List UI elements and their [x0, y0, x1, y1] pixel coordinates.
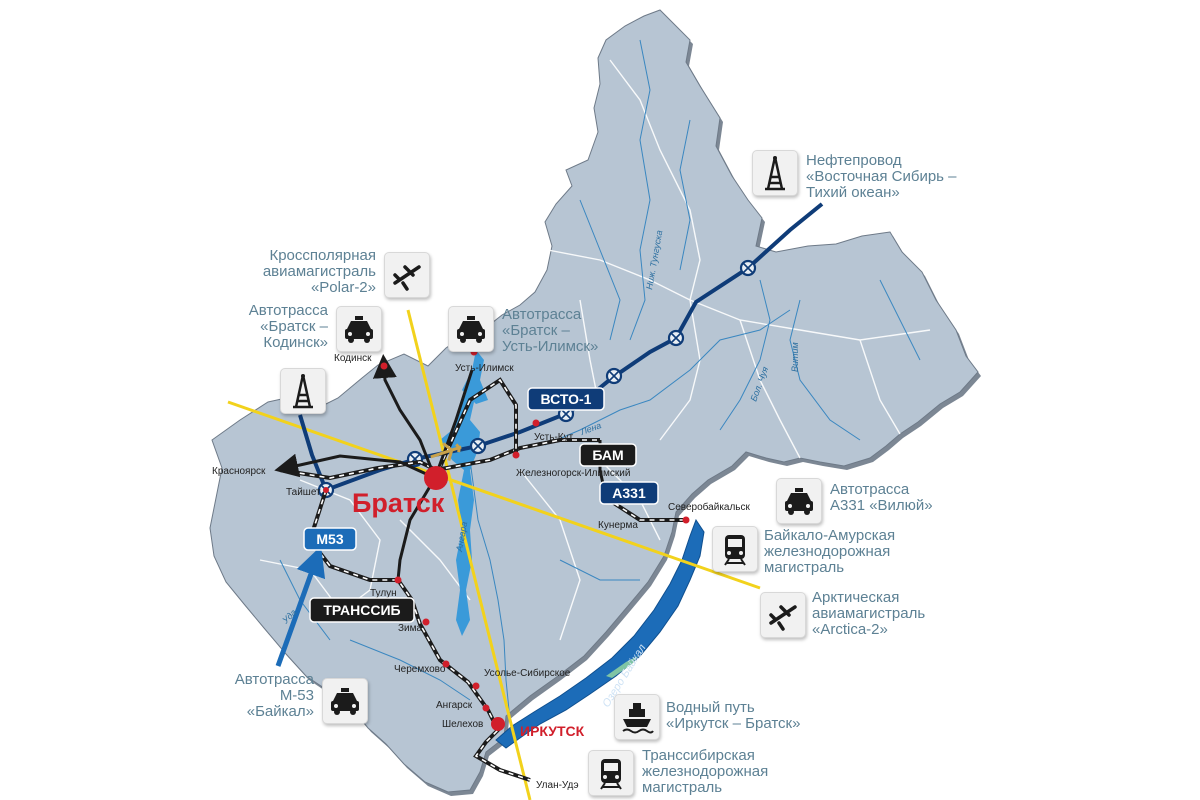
city-kunerma: Кунерма: [598, 520, 638, 531]
svg-text:М53: М53: [316, 531, 343, 547]
svg-text:БАМ: БАМ: [592, 447, 623, 463]
car-icon: [322, 678, 368, 724]
city-ulan-ude: Улан-Удэ: [536, 780, 579, 791]
city-tayshet: Тайшет: [286, 487, 321, 498]
legend-crosspolar: Кроссполярная авиамагистраль «Polar-2»: [262, 247, 376, 296]
svg-text:А331: А331: [612, 485, 646, 501]
city-shelekhov: Шелехов: [442, 719, 483, 730]
city-bratsk: Братск: [352, 488, 445, 518]
car-icon: [336, 306, 382, 352]
city-ust-ilimsk: Усть-Илимск: [455, 363, 514, 374]
svg-text:ВСТО-1: ВСТО-1: [541, 391, 592, 407]
m53-arrow: [275, 545, 326, 667]
railways: [279, 377, 686, 782]
river-vitim: Витим: [790, 342, 800, 372]
arctica-2-air-route: [227, 400, 761, 590]
irkutsk-dot: [491, 717, 505, 731]
lake-baikal: [495, 518, 705, 749]
city-krasnoyarsk: Красноярск: [212, 466, 266, 477]
svg-text:ТРАНССИБ: ТРАНССИБ: [323, 602, 400, 618]
legend-waterway: Водный путь «Иркутск – Братск»: [666, 699, 801, 732]
train-icon: [588, 750, 634, 796]
bratsk-airport-icon: [430, 442, 462, 461]
badge-transsib: ТРАНССИБ: [309, 597, 415, 623]
airplane-icon: [760, 592, 806, 638]
city-zima: Зима: [398, 623, 423, 634]
badge-a331: А331: [599, 481, 659, 505]
airplane-icon: [384, 252, 430, 298]
city-severobaikalsk: Северобайкальск: [668, 501, 751, 513]
city-zheleznogorsk: Железногорск-Илимский: [516, 468, 630, 479]
badge-vsto: ВСТО-1: [527, 387, 605, 411]
city-irkutsk: ИРКУТСК: [520, 723, 585, 739]
bratsk-dot: [424, 466, 448, 490]
city-usolye: Усолье-Сибирское: [484, 667, 571, 679]
ship-icon: [614, 694, 660, 740]
legend-road-a331: Автотрасса А331 «Вилюй»: [830, 481, 933, 514]
olkhon-island: [606, 656, 638, 678]
city-dots: [323, 348, 690, 731]
legend-transsib-rail: Транссибирская железнодорожная магистрал…: [642, 747, 769, 796]
polar-2-air-route: [406, 309, 532, 800]
car-icon: [448, 306, 494, 352]
badge-bam: БАМ: [579, 443, 637, 467]
legend-oil-pipeline: Нефтепровод «Восточная Сибирь – Тихий ок…: [806, 152, 957, 201]
city-tulun: Тулун: [370, 588, 397, 599]
badge-m53: М53: [303, 527, 357, 551]
legend-road-ust-ilimsk: Автотрасса «Братск – Усть-Илимск»: [502, 306, 599, 355]
city-kodinsk: Кодинск: [334, 353, 372, 364]
city-angarsk: Ангарск: [436, 700, 473, 711]
train-icon: [712, 526, 758, 572]
oil-derrick-icon: [752, 150, 798, 196]
legend-arctic-air: Арктическая авиамагистраль «Arctica-2»: [812, 589, 926, 638]
oil-derrick-icon: [280, 368, 326, 414]
city-cheremkhovo: Черемхово: [394, 664, 446, 675]
car-icon: [776, 478, 822, 524]
city-ust-kut: Усть-Кут: [534, 432, 574, 443]
legend-bam-rail: Байкало-Амурская железнодорожная магистр…: [764, 527, 896, 576]
legend-road-kodinsk: Автотрасса «Братск – Кодинск»: [248, 302, 328, 351]
legend-road-m53: Автотрасса М-53 «Байкал»: [234, 671, 314, 720]
